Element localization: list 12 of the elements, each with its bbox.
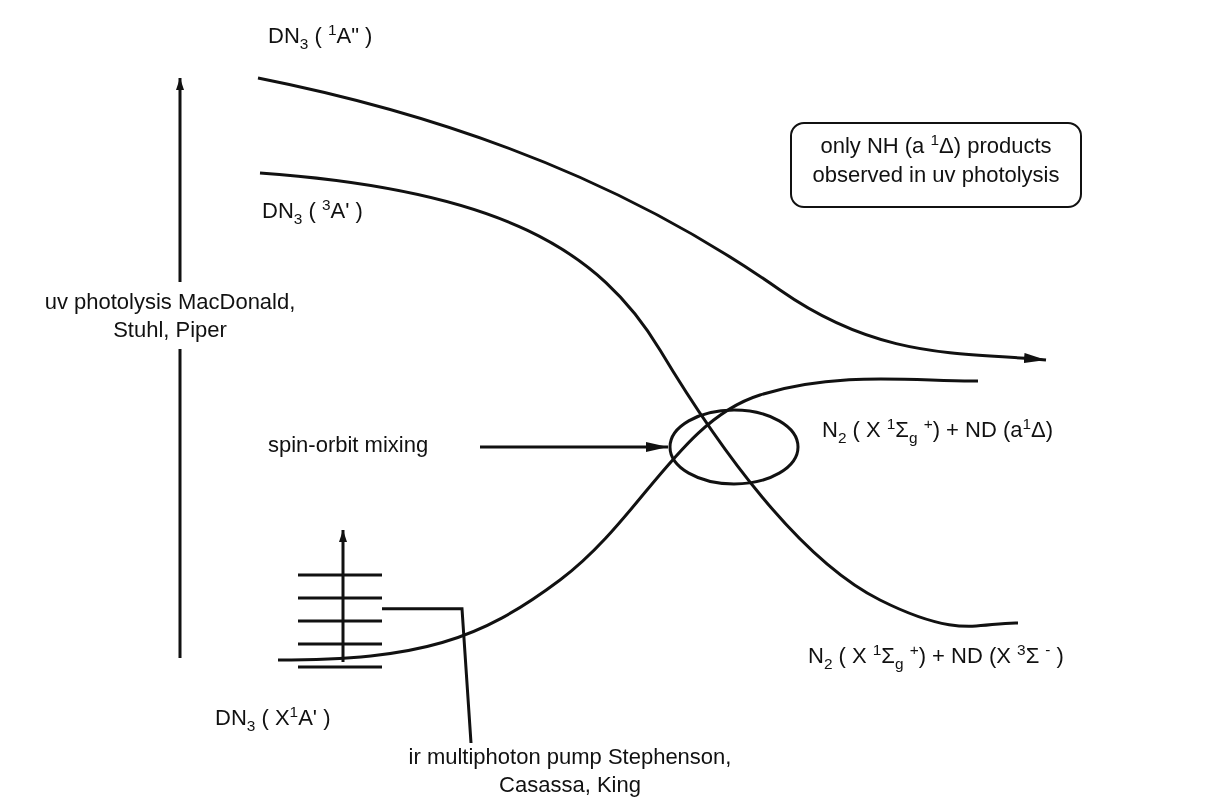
energy-levels-drawing [298,528,382,672]
state-label: DN$_{3}$ ( $^{1}$A" ) [268,20,373,53]
state-label: DN$_{3}$ ( $^{3}$A' ) [262,195,363,228]
state-label: N$_{2}$ ( X $^{1}$Σ$_{g}$ $^{+}$) + ND (X $^{3}$Σ $^{-}$ ) [808,640,1064,673]
note-box: only NH (a $^{1}$Δ) products observed in uv photolysis [790,122,1082,208]
annotation-text: ir multiphoton pump Stephenson, Casassa, King [405,743,735,803]
annotation-text: spin-orbit mixing [268,432,468,462]
leader-line [382,607,473,744]
state-label: DN$_{3}$ ( X$^{1}$A' ) [215,702,331,735]
state-label: N$_{2}$ ( X $^{1}$Σ$_{g}$ $^{+}$) + ND (a$^{1}$Δ) [822,414,1054,447]
arrow [480,442,668,452]
crossing-ellipse [668,408,800,486]
